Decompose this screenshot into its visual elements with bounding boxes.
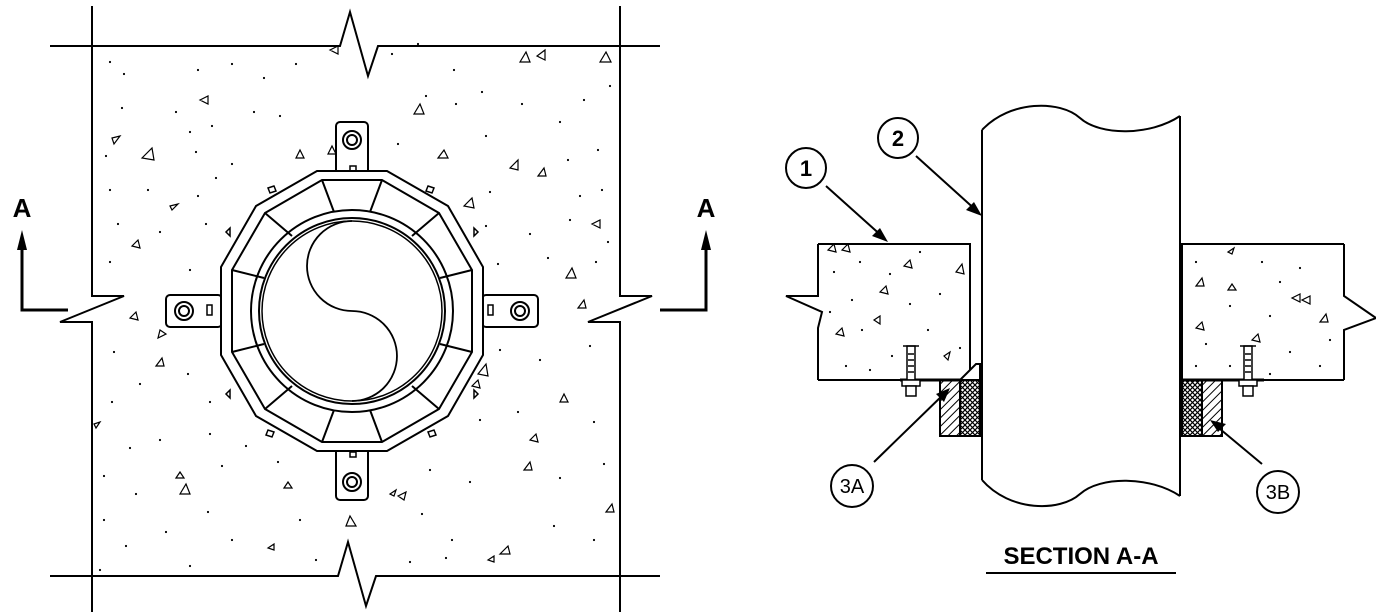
section-marker-left-label: A bbox=[13, 193, 32, 223]
mounting-lug-left bbox=[165, 294, 223, 328]
section-marker-right-label: A bbox=[697, 193, 716, 223]
leader-lines bbox=[825, 155, 1263, 465]
pipe bbox=[981, 104, 1181, 508]
slab-outline bbox=[50, 6, 660, 612]
callout-circle-2 bbox=[877, 117, 919, 159]
anchor-bolt-left bbox=[901, 345, 921, 397]
callout-circle-1 bbox=[785, 147, 827, 189]
mounting-lug-right bbox=[481, 294, 539, 328]
callout-3a: 3A bbox=[840, 476, 865, 498]
plan-view bbox=[50, 6, 660, 612]
section-view bbox=[785, 104, 1376, 574]
leader-arrowheads bbox=[872, 202, 1226, 432]
callout-circle-3a bbox=[830, 464, 874, 508]
collar-3a bbox=[900, 363, 981, 437]
mounting-lug-top bbox=[335, 121, 369, 179]
fire-collar bbox=[206, 165, 494, 458]
callout-1: 1 bbox=[800, 156, 812, 181]
anchor-bolt-right bbox=[1238, 345, 1258, 397]
slab-left bbox=[785, 243, 971, 381]
slab-right bbox=[1181, 243, 1376, 381]
callout-circle-3b bbox=[1256, 470, 1300, 514]
section-title: SECTION A-A bbox=[1003, 543, 1158, 570]
slab-stipple bbox=[826, 242, 1332, 376]
callout-2: 2 bbox=[892, 126, 904, 151]
callout-3b: 3B bbox=[1266, 482, 1290, 504]
section-marker-left: A bbox=[13, 193, 68, 312]
section-marker-right: A bbox=[660, 193, 716, 312]
concrete-stipple bbox=[93, 42, 615, 572]
